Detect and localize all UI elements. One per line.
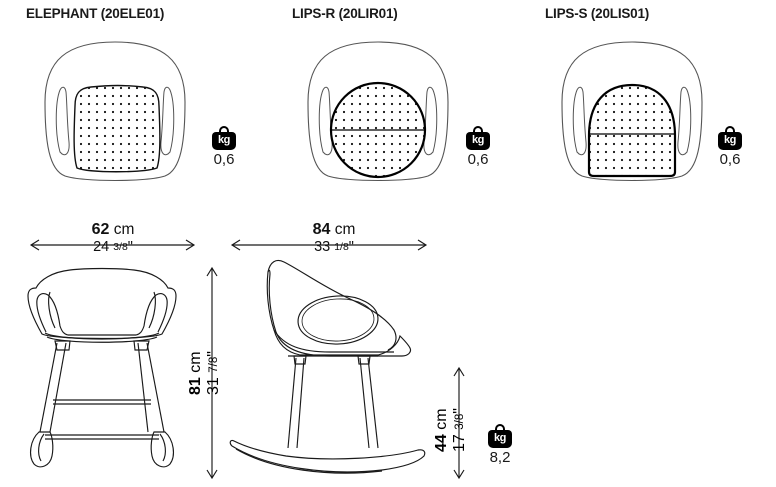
top-view-lips-s <box>532 30 732 190</box>
weight-badge-lips-s: kg 0,6 <box>710 126 750 168</box>
dimension-label-front-width: 62 cm 24 3/8" <box>22 222 204 255</box>
dimension-label-seat-height-metric: 44 cm <box>433 408 450 452</box>
top-view-lips-r <box>278 30 478 190</box>
kg-unit-label: kg <box>217 134 231 146</box>
weight-badge-chair: kg 8,2 <box>480 424 520 466</box>
kg-bag-icon: kg <box>211 126 237 150</box>
kg-unit-label: kg <box>723 134 737 146</box>
front-width-imperial: 24 3/8" <box>93 239 133 255</box>
variant-title-elephant: ELEPHANT (20ELE01) <box>26 6 165 21</box>
kg-bag-icon: kg <box>717 126 743 150</box>
side-width-metric: 84 cm <box>312 221 356 238</box>
weight-badge-lips-r: kg 0,6 <box>458 126 498 168</box>
top-view-lips-r-drawing <box>307 41 449 182</box>
weight-value: 0,6 <box>467 151 489 168</box>
front-width-metric: 62 cm <box>91 221 135 238</box>
kg-bag-icon: kg <box>487 424 513 448</box>
dimension-label-side-width: 84 cm 33 1/8" <box>238 222 430 255</box>
weight-value: 0,6 <box>719 151 741 168</box>
side-width-imperial: 33 1/8" <box>314 239 354 255</box>
chair-front-view <box>27 267 177 468</box>
weight-value: 0,6 <box>213 151 235 168</box>
chair-side-view <box>229 259 426 474</box>
variant-title-lips-r: LIPS-R (20LIR01) <box>292 6 398 21</box>
dimension-label-total-height-imperial: 31 7/8" <box>205 351 222 395</box>
kg-unit-label: kg <box>493 432 507 444</box>
top-view-elephant-drawing <box>44 41 186 182</box>
kg-bag-icon: kg <box>465 126 491 150</box>
weight-value: 8,2 <box>489 449 511 466</box>
dimension-label-seat-height-imperial: 17 3/8" <box>451 408 468 452</box>
kg-unit-label: kg <box>471 134 485 146</box>
variant-title-lips-s: LIPS-S (20LIS01) <box>545 6 650 21</box>
top-view-elephant <box>15 30 215 190</box>
weight-badge-elephant: kg 0,6 <box>204 126 244 168</box>
dimension-label-total-height-metric: 81 cm <box>187 351 204 395</box>
top-view-lips-s-drawing <box>561 41 703 182</box>
